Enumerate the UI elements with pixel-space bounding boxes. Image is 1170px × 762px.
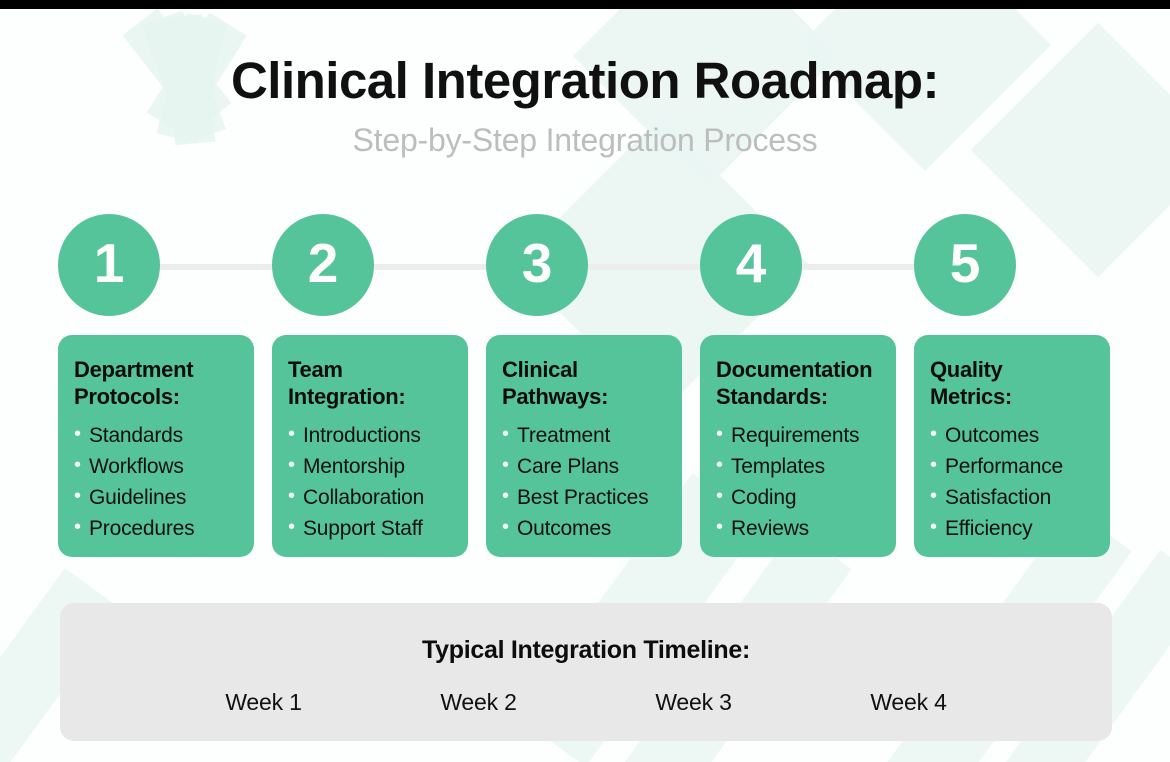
list-item: Collaboration [288, 482, 468, 513]
card-bullet-list: Introductions Mentorship Collaboration S… [288, 420, 468, 544]
card-title: Documentation Standards: [716, 357, 896, 411]
list-item: Support Staff [288, 513, 468, 544]
page-subtitle: Step-by-Step Integration Process [352, 121, 818, 158]
timeline-panel: Typical Integration Timeline: Week 1 Wee… [60, 603, 1112, 741]
card-title: Clinical Pathways: [502, 357, 682, 411]
list-item: Efficiency [930, 513, 1110, 544]
list-item: Treatment [502, 420, 682, 451]
week-label-3: Week 3 [655, 689, 732, 715]
list-item: Reviews [716, 513, 896, 544]
week-label-1: Week 1 [225, 689, 302, 715]
card-bullet-list: Requirements Templates Coding Reviews [716, 420, 896, 544]
step-number-label: 3 [521, 231, 553, 294]
step-circle-5[interactable]: 5 [914, 214, 1016, 316]
step-circle-4[interactable]: 4 [700, 214, 802, 316]
step-circle-2[interactable]: 2 [272, 214, 374, 316]
step-card-department-protocols[interactable]: Department Protocols: Standards Workflow… [58, 335, 254, 557]
card-title-line-1: Team [288, 357, 343, 382]
step-card-team-integration[interactable]: Team Integration: Introductions Mentorsh… [272, 335, 468, 557]
card-title-line-2: Metrics: [930, 383, 1012, 409]
step-card-documentation-standards[interactable]: Documentation Standards: Requirements Te… [700, 335, 896, 557]
step-card-quality-metrics[interactable]: Quality Metrics: Outcomes Performance Sa… [914, 335, 1110, 557]
list-item: Outcomes [502, 513, 682, 544]
card-title-line-1: Clinical [502, 357, 578, 382]
card-title-line-2: Pathways: [502, 383, 609, 409]
list-item: Procedures [74, 513, 254, 544]
step-circle-3[interactable]: 3 [486, 214, 588, 316]
step-number-label: 4 [735, 231, 767, 294]
card-title: Department Protocols: [74, 357, 254, 411]
step-number-label: 2 [307, 231, 339, 294]
card-title-line-1: Documentation [716, 357, 873, 382]
step-cards-row: Department Protocols: Standards Workflow… [58, 335, 1112, 557]
week-label-4: Week 4 [870, 689, 947, 715]
card-bullet-list: Outcomes Performance Satisfaction Effici… [930, 420, 1110, 544]
header: Clinical Integration Roadmap: Step-by-St… [0, 52, 1170, 159]
card-title-line-1: Department [74, 357, 194, 382]
top-black-bar [0, 0, 1170, 9]
card-title-line-2: Protocols: [74, 383, 180, 409]
list-item: Performance [930, 451, 1110, 482]
page-title: Clinical Integration Roadmap: [230, 52, 940, 109]
list-item: Guidelines [74, 482, 254, 513]
timeline-title: Typical Integration Timeline: [422, 636, 750, 664]
list-item: Coding [716, 482, 896, 513]
list-item: Workflows [74, 451, 254, 482]
list-item: Outcomes [930, 420, 1110, 451]
list-item: Mentorship [288, 451, 468, 482]
card-bullet-list: Treatment Care Plans Best Practices Outc… [502, 420, 682, 544]
step-number-label: 1 [93, 231, 125, 294]
card-title: Team Integration: [288, 357, 468, 411]
card-bullet-list: Standards Workflows Guidelines Procedure… [74, 420, 254, 544]
list-item: Templates [716, 451, 896, 482]
step-circle-1[interactable]: 1 [58, 214, 160, 316]
card-title-line-1: Quality [930, 357, 1003, 382]
list-item: Requirements [716, 420, 896, 451]
step-number-label: 5 [949, 231, 981, 294]
step-card-clinical-pathways[interactable]: Clinical Pathways: Treatment Care Plans … [486, 335, 682, 557]
card-title-line-2: Integration: [288, 383, 406, 409]
card-title: Quality Metrics: [930, 357, 1110, 411]
list-item: Satisfaction [930, 482, 1110, 513]
timeline-week-row: Week 1 Week 2 Week 3 Week 4 [60, 689, 1112, 716]
list-item: Standards [74, 420, 254, 451]
list-item: Care Plans [502, 451, 682, 482]
list-item: Best Practices [502, 482, 682, 513]
week-label-2: Week 2 [440, 689, 517, 715]
list-item: Introductions [288, 420, 468, 451]
step-number-row: 1 2 3 4 5 [58, 214, 1112, 322]
card-title-line-2: Standards: [716, 383, 828, 409]
